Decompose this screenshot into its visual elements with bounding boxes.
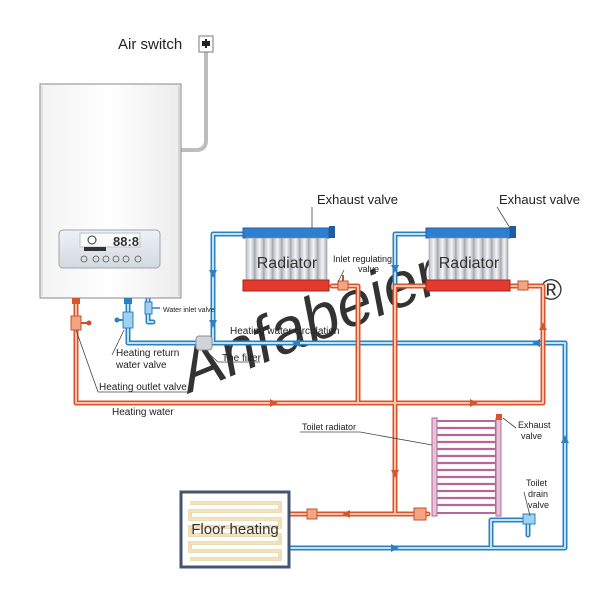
floor-heating-label: Floor heating [191, 521, 279, 538]
registered-mark: ® [540, 274, 562, 307]
filter-icon [195, 335, 213, 351]
heating-water-label: Heating water [112, 407, 174, 418]
flow-arrow-icon [209, 265, 569, 552]
air-switch [180, 35, 214, 152]
heating-return-valve [114, 311, 134, 329]
inlet-regulating-valve-label-2: valve [358, 264, 379, 274]
toilet-radiator [413, 414, 536, 525]
toilet-drain-valve-label-3: valve [528, 500, 549, 510]
toilet-drain-valve-label-1: Toilet [526, 478, 548, 488]
radiator-left [242, 226, 349, 292]
exhaust-valve-right-label: Exhaust valve [499, 192, 580, 207]
display-readout: 88:8 [113, 234, 139, 249]
heating-outlet-valve [70, 315, 92, 331]
heating-return-valve-label-2: water valve [115, 360, 167, 371]
radiator-right-label: Radiator [439, 255, 500, 272]
boiler: 88:8 [39, 83, 182, 304]
exhaust-valve-toilet-label-1: Exhaust [518, 420, 551, 430]
the-filter-label: The filter [222, 353, 262, 364]
inlet-regulating-valve-label-1: Inlet regulating [333, 254, 392, 264]
floor-heating [179, 490, 318, 569]
radiator-right [425, 226, 529, 292]
heating-outlet-valve-label: Heating outlet valve [99, 382, 187, 393]
exhaust-valve-left-label: Exhaust valve [317, 192, 398, 207]
water-inlet-valve [144, 301, 160, 315]
air-switch-label: Air switch [118, 36, 182, 53]
radiator-fins [428, 237, 509, 281]
radiator-left-label: Radiator [257, 255, 318, 272]
radiator-fins [245, 237, 328, 281]
leader-lines [75, 206, 531, 517]
exhaust-valve-toilet-label-2: valve [521, 431, 542, 441]
toilet-drain-valve-label-2: drain [528, 489, 548, 499]
heating-return-valve-label-1: Heating return [116, 348, 179, 359]
heating-water-circulation-label: Heating water circulation [230, 326, 340, 337]
water-inlet-valve-label: Water inlet valve [163, 307, 215, 314]
toilet-radiator-label: Toilet radiator [302, 422, 356, 432]
